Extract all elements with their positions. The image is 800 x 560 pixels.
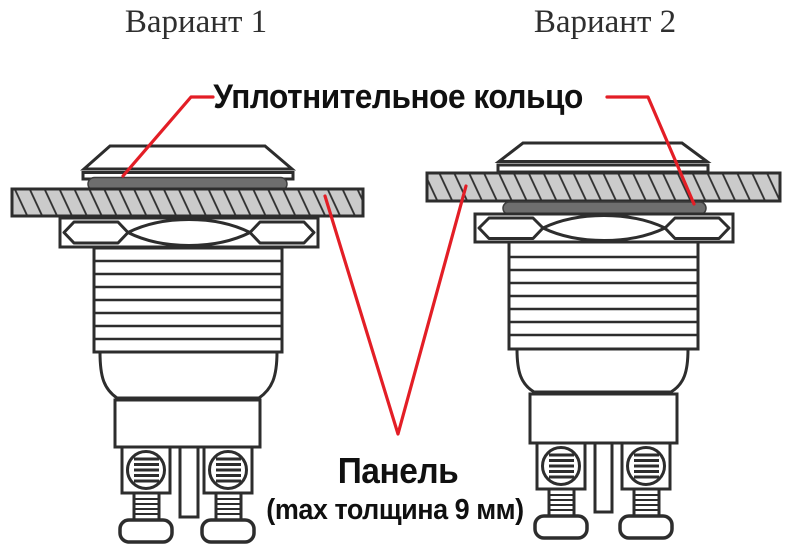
terminal-screw-right <box>618 441 674 540</box>
switch-body <box>515 347 690 394</box>
switch-housing <box>528 392 679 445</box>
center-pin <box>178 445 200 519</box>
button-cap <box>80 144 297 171</box>
panel <box>10 187 365 218</box>
button-cap <box>494 141 712 163</box>
panel-leader-v <box>323 184 468 436</box>
panel <box>425 171 782 203</box>
terminal-screw-left <box>533 441 589 540</box>
sealing-ring-leader-left <box>121 95 215 178</box>
threaded-body <box>507 240 700 351</box>
panel-label: Панель <box>337 450 459 491</box>
switch-housing <box>113 398 262 449</box>
panel-thickness-note: (max толщина 9 мм) <box>266 494 524 526</box>
center-pin <box>593 441 614 514</box>
terminal-screw-left <box>118 445 174 544</box>
variant1-drawing <box>10 144 365 544</box>
variant2-title: Вариант 2 <box>533 4 677 40</box>
sealing-ring-label: Уплотнительное кольцо <box>213 78 583 116</box>
terminal-screw-right <box>200 445 256 544</box>
hex-nut <box>58 216 320 249</box>
sealing-ring-leader-right <box>605 95 696 206</box>
switch-body <box>98 350 279 400</box>
threaded-body <box>92 246 284 354</box>
variant1-title: Вариант 1 <box>124 4 268 40</box>
variant2-drawing <box>425 141 782 540</box>
hex-nut <box>473 212 735 244</box>
